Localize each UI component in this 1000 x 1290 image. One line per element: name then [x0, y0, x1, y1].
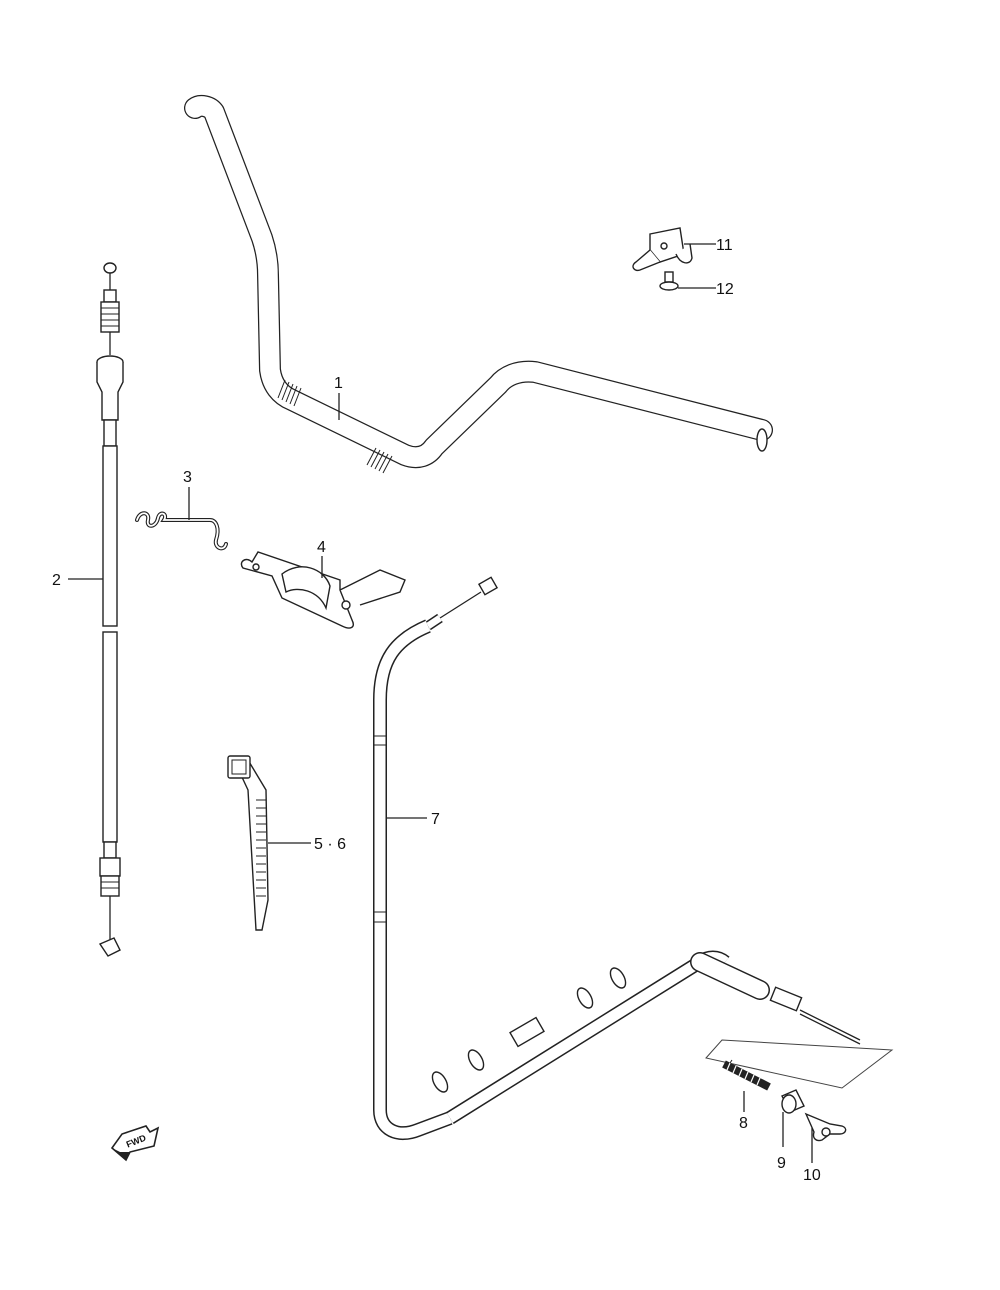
- cable-tie[interactable]: [227, 755, 269, 931]
- handlebar[interactable]: [184, 94, 773, 474]
- callout-9: 9: [777, 1155, 786, 1172]
- callout-1: 1: [334, 375, 343, 392]
- fwd-arrow-icon: FWD: [110, 1125, 160, 1162]
- assembly-group-outline: [705, 1039, 894, 1089]
- wire-clip[interactable]: [135, 511, 228, 551]
- switch-bracket[interactable]: [632, 227, 693, 272]
- callout-12: 12: [716, 281, 734, 298]
- callout-5-6: 5 · 6: [314, 836, 346, 853]
- callout-3: 3: [183, 469, 192, 486]
- callout-8: 8: [739, 1115, 748, 1132]
- screw[interactable]: [659, 271, 679, 291]
- callout-4: 4: [317, 539, 326, 556]
- brake-cable[interactable]: [373, 576, 861, 1141]
- cable-tie-teeth: [256, 799, 266, 897]
- handlebar-end: [756, 428, 768, 452]
- callout-2: 2: [52, 572, 61, 589]
- knurl-band-left: [277, 379, 302, 407]
- callout-7: 7: [431, 811, 440, 828]
- joint-pin[interactable]: [781, 1089, 805, 1114]
- callout-11: 11: [716, 237, 733, 254]
- callout-10: 10: [803, 1167, 821, 1184]
- knurl-band-right: [366, 447, 393, 474]
- clip[interactable]: [804, 1112, 847, 1142]
- spring[interactable]: [722, 1059, 771, 1091]
- clutch-cable[interactable]: [96, 262, 124, 957]
- cable-clamp[interactable]: [240, 551, 406, 629]
